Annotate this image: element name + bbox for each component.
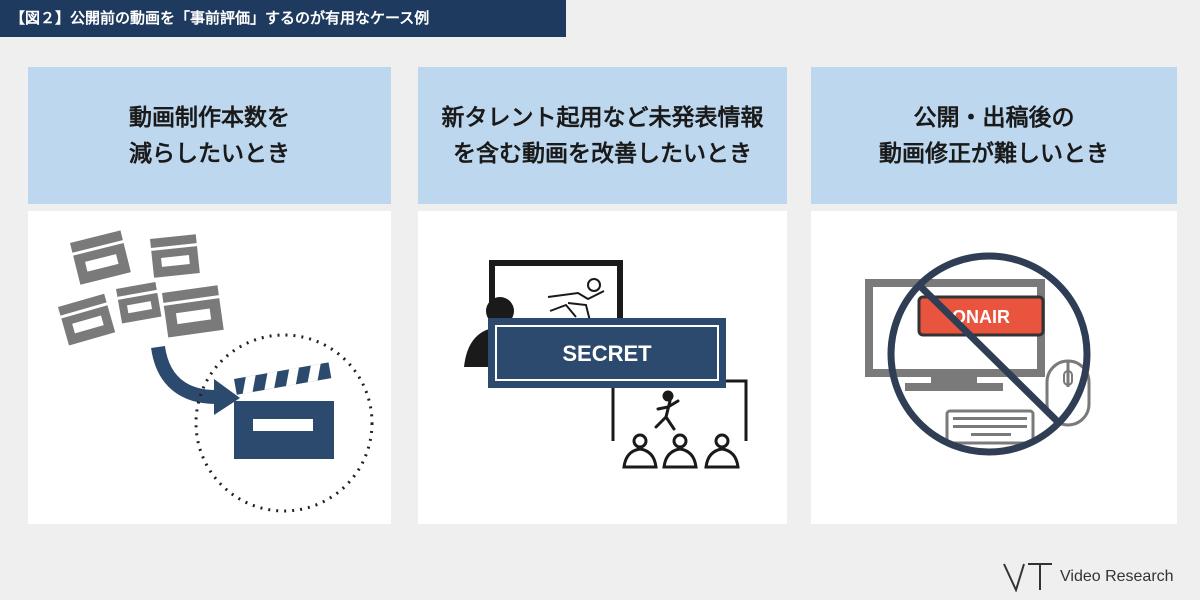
case-card-heading: 公開・出稿後の 動画修正が難しいとき (811, 67, 1177, 204)
case-card-heading-line1: 公開・出稿後の (913, 104, 1075, 131)
case-card-heading: 新タレント起用など未発表情報 を含む動画を改善したいとき (418, 67, 787, 204)
secret-badge-label: SECRET (562, 341, 652, 366)
case-card-heading-line2: を含む動画を改善したいとき (453, 140, 752, 167)
presentation-secret-icon: SECRET (464, 260, 748, 469)
onair-badge-label: ONAIR (952, 307, 1010, 327)
logo-mark-icon (1003, 563, 1052, 592)
logo-text: Video Research (1060, 568, 1174, 585)
case-card-heading-line2: 動画修正が難しいとき (879, 140, 1109, 167)
case-card-heading-line1: 動画制作本数を (129, 104, 290, 131)
case-card-illustration: SECRET (418, 211, 787, 524)
video-research-logo: Video Research (1002, 562, 1174, 592)
case-card-unreleased-info: 新タレント起用など未発表情報 を含む動画を改善したいとき (418, 67, 787, 524)
case-card-heading: 動画制作本数を 減らしたいとき (28, 67, 391, 204)
case-card-heading-line2: 減らしたいとき (129, 140, 290, 167)
page-title: 【図２】公開前の動画を「事前評価」するのが有用なケース例 (0, 0, 566, 37)
case-card-production-count: 動画制作本数を 減らしたいとき (28, 67, 391, 524)
case-card-illustration: ONAIR (811, 211, 1177, 524)
case-card-hard-to-fix: 公開・出稿後の 動画修正が難しいとき ONAIR (811, 67, 1177, 524)
case-card-illustration (28, 211, 391, 524)
no-onair-computer-icon: ONAIR (865, 252, 1091, 456)
clapperboards-merge-icon (58, 230, 374, 513)
case-card-heading-line1: 新タレント起用など未発表情報 (441, 104, 764, 131)
